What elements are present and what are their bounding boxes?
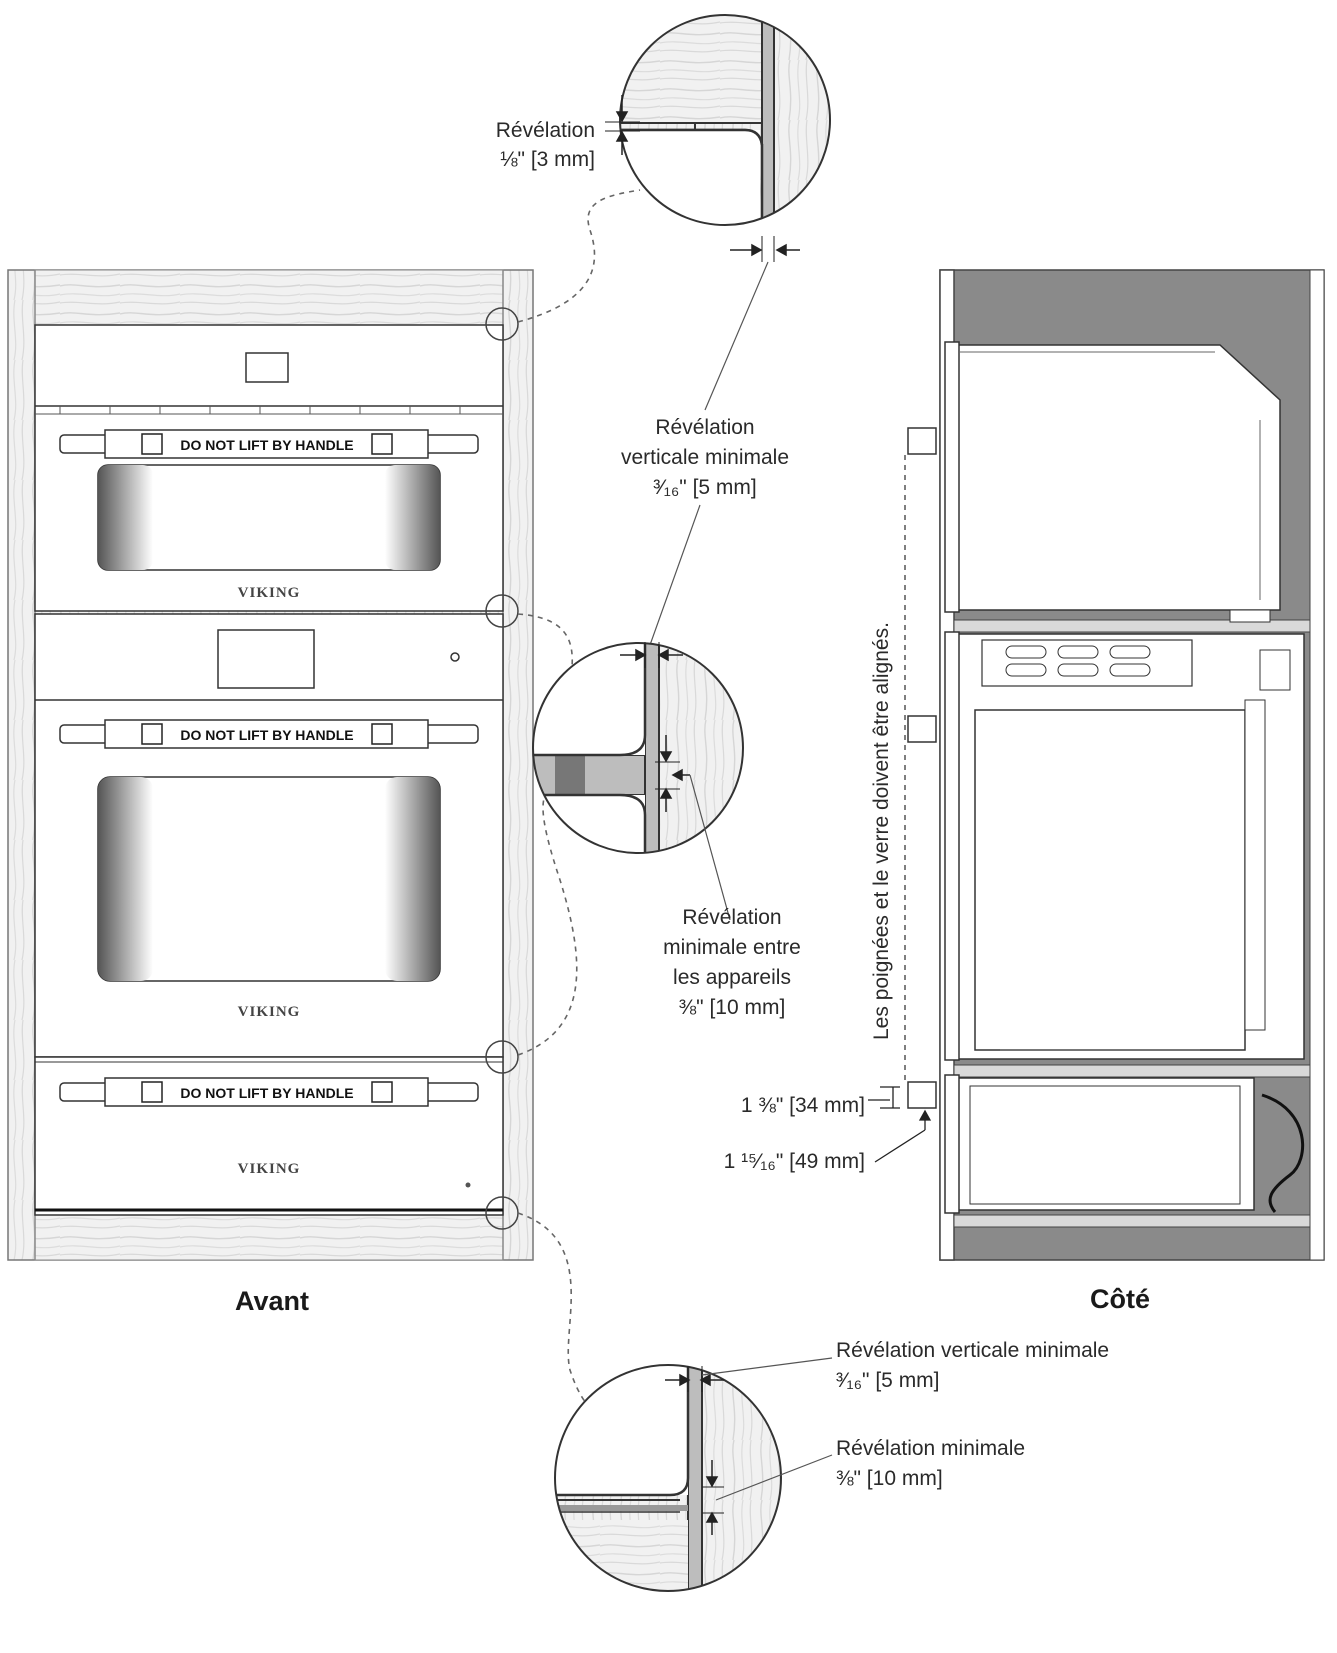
callout-value: ⅛" [3 mm]	[500, 148, 595, 171]
dimension-label: 1 ¹⁵⁄₁₆" [49 mm]	[724, 1150, 865, 1173]
callout-value: ⅜" [10 mm]	[679, 996, 786, 1019]
warning-icon	[141, 1081, 163, 1103]
warning-icon	[141, 723, 163, 745]
side-main-oven	[907, 631, 1305, 1061]
side-warming-drawer	[907, 1074, 1305, 1214]
front-view: DO NOT LIFT BY HANDLE VIKING DO NOT LIFT…	[7, 269, 534, 1316]
callout-text: minimale entre	[663, 936, 801, 959]
brand-logo: VIKING	[238, 585, 301, 601]
warning-icon	[371, 433, 393, 455]
callout-value: ³⁄₁₆" [5 mm]	[836, 1369, 940, 1392]
display-small	[245, 352, 289, 383]
callout-text: Révélation minimale	[836, 1437, 1025, 1460]
handle-warning-text: DO NOT LIFT BY HANDLE	[180, 437, 353, 453]
handle-warning-text: DO NOT LIFT BY HANDLE	[180, 1085, 353, 1101]
appliance-warming-drawer: DO NOT LIFT BY HANDLE VIKING	[34, 1056, 504, 1216]
detail-bottom-reveal: Révélation verticale minimale ³⁄₁₆" [5 m…	[554, 1339, 1109, 1592]
alignment-note: Les poignées et le verre doivent être al…	[870, 622, 893, 1040]
side-top-oven	[907, 341, 1281, 623]
detail-between-appliances	[532, 642, 744, 921]
warning-icon	[371, 1081, 393, 1103]
appliance-top-oven: DO NOT LIFT BY HANDLE VIKING	[34, 324, 504, 612]
detail-top-reveal: Révélation ⅛" [3 mm]	[496, 14, 831, 262]
callout-text: Révélation	[496, 119, 595, 142]
dimension-label: 1 ⅜" [34 mm]	[741, 1094, 865, 1117]
control-knob	[450, 652, 460, 662]
brand-logo: VIKING	[238, 1004, 301, 1020]
handle-warning-text: DO NOT LIFT BY HANDLE	[180, 727, 353, 743]
callout-vertical-reveal: Révélation verticale minimale ³⁄₁₆" [5 m…	[621, 416, 789, 499]
callout-text: les appareils	[673, 966, 791, 989]
callout-text: Révélation	[682, 906, 781, 929]
warning-icon	[371, 723, 393, 745]
callout-text: verticale minimale	[621, 446, 789, 469]
side-view: Les poignées et le verre doivent être al…	[724, 269, 1325, 1314]
callout-text: Révélation	[655, 416, 754, 439]
callout-between-reveal: Révélation minimale entre les appareils …	[663, 906, 801, 1019]
display-panel	[217, 629, 315, 689]
power-cord	[1261, 1093, 1305, 1213]
appliance-main-oven: DO NOT LIFT BY HANDLE VIKING	[34, 613, 504, 1058]
callout-text: Révélation verticale minimale	[836, 1339, 1109, 1362]
brand-logo: VIKING	[238, 1161, 301, 1177]
detail-markers	[485, 307, 519, 1230]
warning-icon	[141, 433, 163, 455]
callout-value: ³⁄₁₆" [5 mm]	[653, 476, 757, 499]
front-title: Avant	[235, 1286, 309, 1316]
callout-value: ⅜" [10 mm]	[836, 1467, 943, 1490]
side-title: Côté	[1090, 1284, 1150, 1314]
